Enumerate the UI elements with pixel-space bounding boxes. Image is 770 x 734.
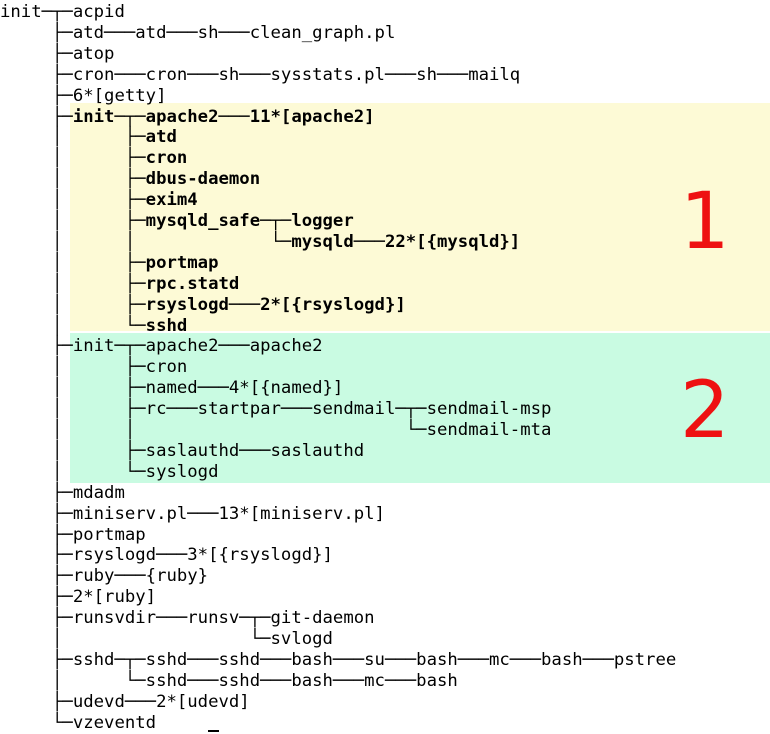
process-tree-line: │ └─svlogd	[0, 629, 333, 649]
process-tree-line: ├─portmap	[0, 524, 146, 545]
process-tree-line: ├─2*[ruby]	[0, 587, 157, 608]
callout-label-2: 2	[680, 366, 730, 456]
process-tree-line: ├─ruby───{ruby}	[0, 566, 209, 587]
process-tree-line: ├─udevd───2*[udevd]	[0, 691, 250, 712]
process-tree-line: ├─init─┬─apache2───11*[apache2]	[0, 106, 375, 127]
process-tree-line: └─vzeventd	[0, 712, 157, 733]
process-tree-line: ├─init─┬─apache2───apache2	[0, 336, 323, 357]
callout-label-1: 1	[680, 177, 730, 267]
process-tree-line: ├─miniserv.pl───13*[miniserv.pl]	[0, 503, 385, 524]
process-tree-line: │ ├─rpc.statd	[0, 273, 240, 294]
process-tree-line: │ ├─cron	[0, 148, 188, 169]
container-2-highlight	[70, 333, 770, 483]
process-tree-line: ├─atd───atd───sh───clean_graph.pl	[0, 22, 396, 43]
process-tree-line: │ └─sshd───sshd───bash───mc───bash	[0, 670, 458, 691]
process-tree-line: │ ├─dbus-daemon	[0, 169, 261, 190]
container-1-highlight	[70, 103, 770, 331]
process-tree-line: │ ├─exim4	[0, 190, 198, 211]
process-tree-line: │ ├─rc───startpar───sendmail─┬─sendmail-…	[0, 399, 552, 420]
process-tree-line: init─┬─acpid	[0, 2, 125, 22]
process-tree-line: │ ├─atd	[0, 127, 177, 148]
process-tree-line: │ │ └─sendmail-mta	[0, 420, 552, 440]
process-tree-line: ├─6*[getty]	[0, 85, 167, 106]
process-tree-line: │ ├─mysqld_safe─┬─logger	[0, 211, 354, 231]
process-tree-line: │ └─sshd	[0, 315, 188, 336]
process-tree-line: ├─mdadm	[0, 482, 125, 503]
process-tree-line: ├─sshd─┬─sshd───sshd───bash───su───bash─…	[0, 649, 677, 670]
process-tree-line: ├─cron───cron───sh───sysstats.pl───sh───…	[0, 64, 521, 85]
process-tree-line: ├─atop	[0, 43, 115, 64]
process-tree-line: │ └─syslogd	[0, 461, 219, 482]
process-tree-line: │ ├─named───4*[{named}]	[0, 378, 344, 399]
process-tree-line: ├─runsvdir───runsv─┬─git-daemon	[0, 608, 375, 629]
process-tree-line: │ ├─cron	[0, 357, 188, 378]
process-tree-line: │ │ └─mysqld───22*[{mysqld}]	[0, 231, 521, 252]
process-tree-line: │ ├─portmap	[0, 252, 219, 273]
terminal-cursor	[208, 730, 219, 732]
process-tree-line: ├─rsyslogd───3*[{rsyslogd}]	[0, 545, 333, 566]
process-tree-line: │ ├─saslauthd───saslauthd	[0, 440, 365, 461]
process-tree-line: │ ├─rsyslogd───2*[{rsyslogd}]	[0, 294, 406, 315]
